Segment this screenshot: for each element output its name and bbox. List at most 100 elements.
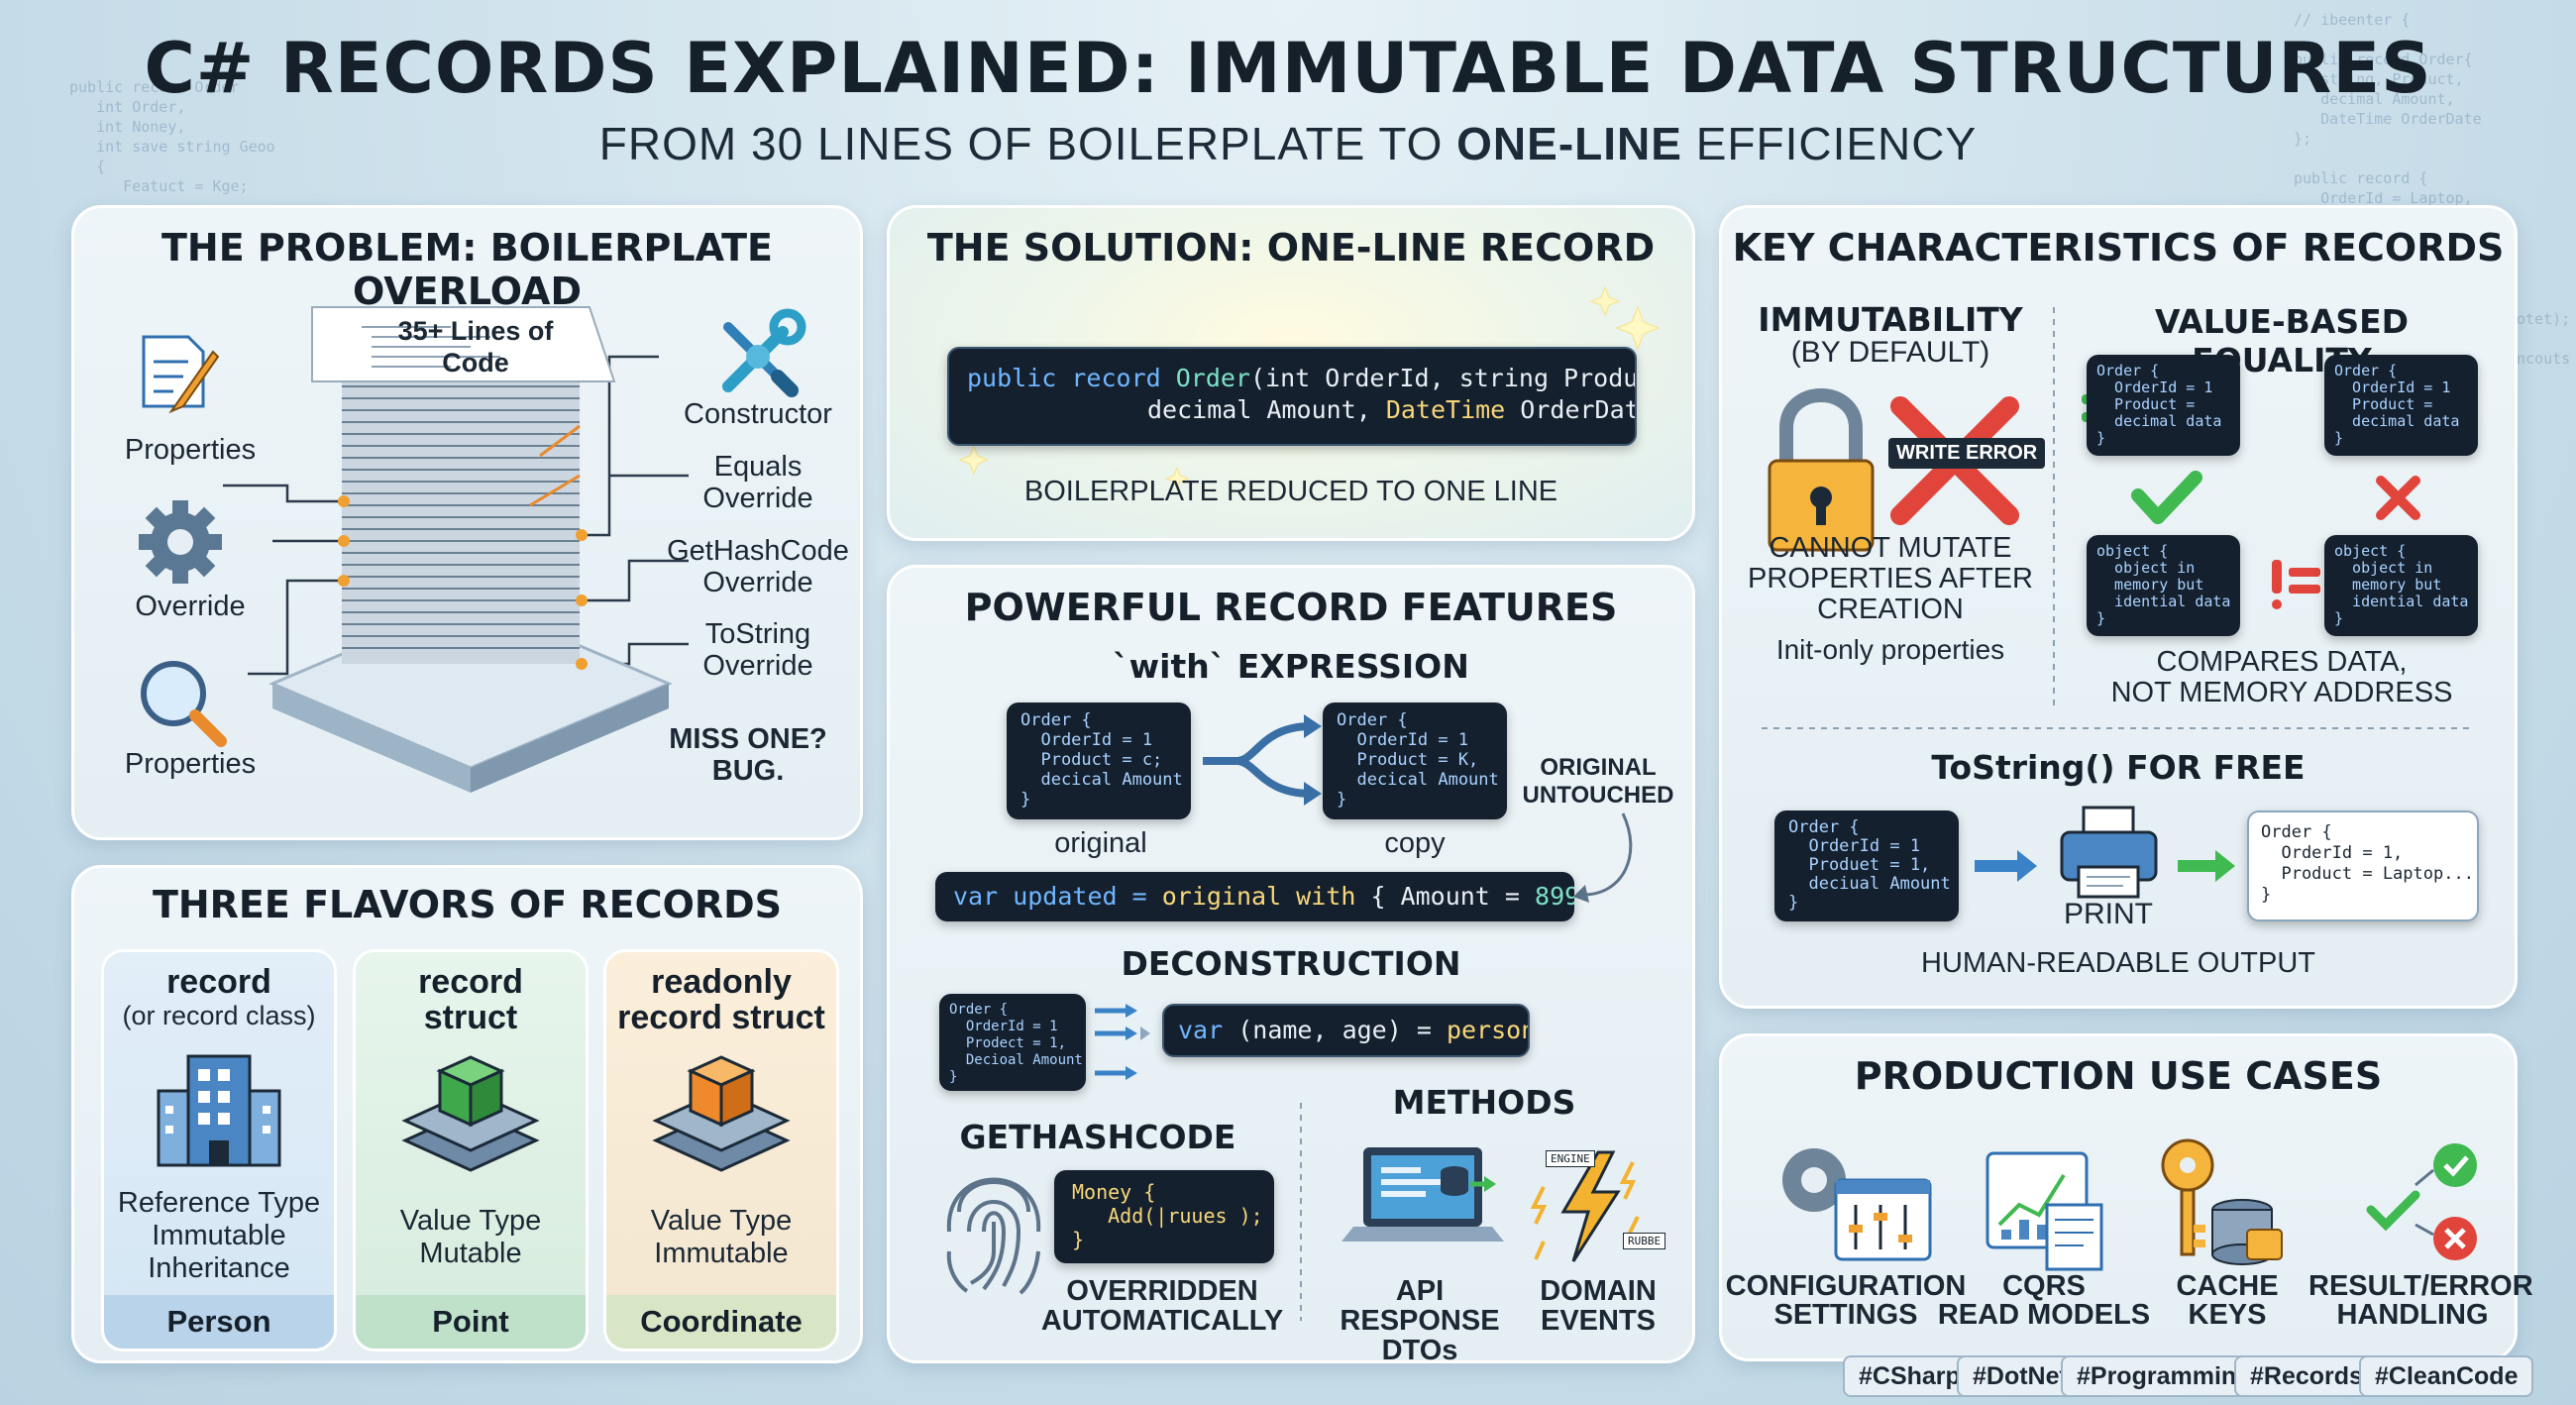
deconstruction-source-code: Order { OrderId = 1 Prodect = 1, Decioal… [939,994,1086,1091]
tostring-title: ToString() FOR FREE [1931,748,2306,787]
magnifier-icon [141,661,227,747]
characteristics-title: KEY CHARACTERISTICS OF RECORDS [1732,226,2505,270]
write-error-badge: WRITE ERROR [1888,438,2046,469]
one-line-record-code: public record Order(int OrderId, string … [947,347,1637,446]
solution-panel: THE SOLUTION: ONE-LINE RECORD public rec… [887,205,1695,541]
immutability-subtitle: (BY DEFAULT) [1790,336,1990,369]
page-title: C# RECORDS EXPLAINED: IMMUTABLE DATA STR… [144,28,2432,109]
stack-label: 35+ Lines of Code [397,316,554,378]
flavor-record-struct-desc: Value Type Mutable [399,1205,542,1269]
tag-records[interactable]: #Records [2234,1355,2379,1397]
code-type-order: Order [1175,364,1250,392]
padlock-icon [1768,388,1875,552]
with-copy-code: Order { OrderId = 1 Product = K, decical… [1323,702,1507,819]
equality-code-right-text: Order { OrderId = 1 Product = decimal da… [2334,362,2460,447]
with-code-var: var updated = [953,882,1162,911]
immutability-description: CANNOT MUTATE PROPERTIES AFTER CREATION [1748,532,2033,625]
with-expression-title: `with` EXPRESSION [1113,647,1469,686]
immutability-title: IMMUTABILITY [1758,300,2023,339]
code-line-2c: OrderDate); [1520,395,1637,424]
code-line-2-datetime: DateTime [1385,395,1506,424]
fingerprint-icon [946,1177,1041,1295]
flavor-record-desc: Reference Type Immutable Inheritance [117,1187,321,1284]
subtitle-post: EFFICIENCY [1681,118,1978,169]
with-arrows [946,714,1640,1321]
flavor-record-struct-example: Point [356,1295,586,1349]
flavors-title: THREE FLAVORS OF RECORDS [152,883,783,926]
equality-code-right: Order { OrderId = 1 Product = decimal da… [2324,355,2478,456]
tostring-output: Order { OrderId = 1, Product = Laptop...… [2247,811,2479,921]
object-code-right-text: object { object in memory but idential d… [2334,542,2469,627]
with-code-amount: { Amount = [1355,882,1536,911]
right-item-equals: Equals Override [702,451,813,514]
with-expression-code: var updated = original with { Amount = 8… [935,872,1574,921]
header: C# RECORDS EXPLAINED: IMMUTABLE DATA STR… [0,28,2576,170]
gethashcode-code-text: Money { Add(|ruues ); } [1072,1180,1263,1251]
with-code-value: 899.99m [1535,882,1574,911]
object-code-right: object { object in memory but idential d… [2324,535,2478,636]
code-line-1: (int OrderId, string Product, [1249,364,1637,392]
flavor-readonly-record-struct-card: readonly record struct Value Type Immuta… [603,949,839,1351]
object-code-left: object { object in memory but idential d… [2087,535,2240,636]
left-item-override: Override [135,591,246,622]
equality-description: COMPARES DATA, NOT MEMORY ADDRESS [2110,646,2453,708]
gethashcode-caption: OVERRIDDEN AUTOMATICALLY [1040,1275,1284,1337]
copy-label: copy [1384,827,1446,859]
problem-illustration [139,306,806,793]
right-item-tostring: ToString Override [702,618,813,682]
not-equal-icon [2272,560,2320,609]
method-api-response: API RESPONSE DTOs [1340,1275,1500,1366]
with-copy-code-text: Order { OrderId = 1 Product = K, decical… [1337,710,1499,810]
flavor-record-struct-name: record struct [418,963,523,1036]
print-label: PRINT [2064,898,2153,930]
code-keyword-public-record: public record [967,364,1176,392]
left-item-properties-2: Properties [124,748,257,780]
object-code-left-text: object { object in memory but idential d… [2096,542,2231,627]
tag-cleancode[interactable]: #CleanCode [2359,1355,2534,1397]
features-title: POWERFUL RECORD FEATURES [964,586,1618,629]
decon-code-tuple: (name, age) = [1237,1016,1447,1044]
background-code-left: public record Order int Order, int Noney… [69,78,275,195]
tostring-source-code: Order { OrderId = 1 Produet = 1, deciual… [1774,811,1959,921]
small-red-x-icon [2376,476,2420,520]
laptop-api-icon [1342,1147,1504,1242]
flavor-readonly-example: Coordinate [606,1295,836,1349]
solution-caption: BOILERPLATE REDUCED TO ONE LINE [1023,476,1558,507]
tostring-caption: HUMAN-READABLE OUTPUT [1921,947,2315,979]
usecase-cache-keys: CACHE KEYS [2176,1270,2279,1331]
usecases-panel: PRODUCTION USE CASES [1719,1033,2533,1361]
usecases-icons [1782,1138,2477,1271]
problem-panel: THE PROBLEM: BOILERPLATE OVERLOAD [71,205,863,840]
subtitle-pre: FROM 30 LINES OF BOILERPLATE TO [598,118,1457,169]
with-original-code-text: Order { OrderId = 1 Product = c; decical… [1020,710,1183,810]
cqrs-chart-icon [1986,1151,2103,1271]
sparkles [958,285,1661,491]
miss-one-warning: MISS ONE? BUG. [669,723,827,787]
decon-code-var: var [1178,1016,1238,1044]
flavor-record-card: record (or record class) Reference Type … [101,949,337,1351]
right-item-constructor: Constructor [684,398,832,430]
problem-title: THE PROBLEM: BOILERPLATE OVERLOAD [161,226,773,313]
deconstruction-source-text: Order { OrderId = 1 Prodect = 1, Decioal… [949,1002,1083,1085]
cache-keys-icon [2161,1138,2283,1265]
config-settings-icon [1782,1148,1932,1261]
equality-code-left-text: Order { OrderId = 1 Product = decimal da… [2096,362,2222,447]
engine-label: ENGINE [1546,1150,1595,1167]
document-pencil-icon [142,335,220,414]
immutability-note: Init-only properties [1775,634,2005,665]
flavor-record-name: record [166,963,271,1001]
rubbe-label: RUBBE [1623,1233,1666,1249]
orange-cube-layers-icon [652,1055,791,1172]
flavor-record-sub: (or record class) [122,1001,316,1030]
building-icon [157,1054,281,1167]
original-untouched: ORIGINAL UNTOUCHED [1522,754,1674,809]
background-code-right: // ibeenter { public record Order{ strin… [2294,11,2482,207]
tag-programming[interactable]: #Programming [2061,1355,2268,1397]
usecase-configuration: CONFIGURATION SETTINGS [1725,1270,1967,1331]
background-code-side: otet); ncouts [2517,310,2571,368]
flavor-readonly-name: readonly record struct [617,963,825,1036]
characteristics-panel: KEY CHARACTERISTICS OF RECORDS [1719,205,2518,1009]
right-item-gethashcode: GetHashCode Override [667,535,849,598]
page-subtitle: FROM 30 LINES OF BOILERPLATE TO ONE-LINE… [0,117,2576,170]
green-cube-layers-icon [401,1055,540,1172]
